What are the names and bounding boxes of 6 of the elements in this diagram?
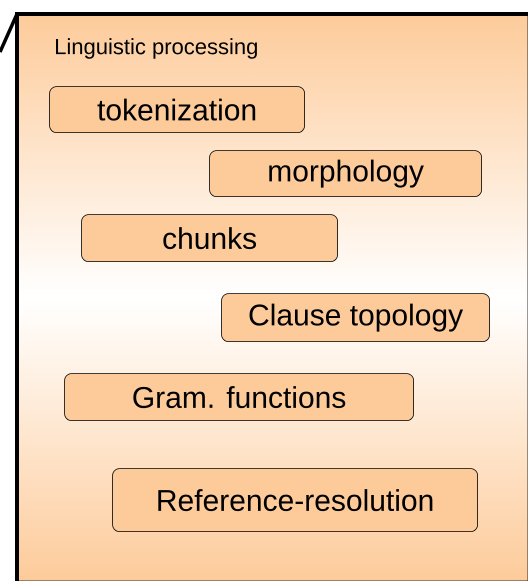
process-box: Reference-resolution	[112, 468, 478, 532]
process-box: morphology	[209, 150, 482, 197]
process-box: Clause topology	[221, 293, 490, 342]
process-box: chunks	[81, 214, 338, 262]
process-box: tokenization	[49, 86, 305, 133]
process-box: Gram. functions	[64, 373, 414, 421]
